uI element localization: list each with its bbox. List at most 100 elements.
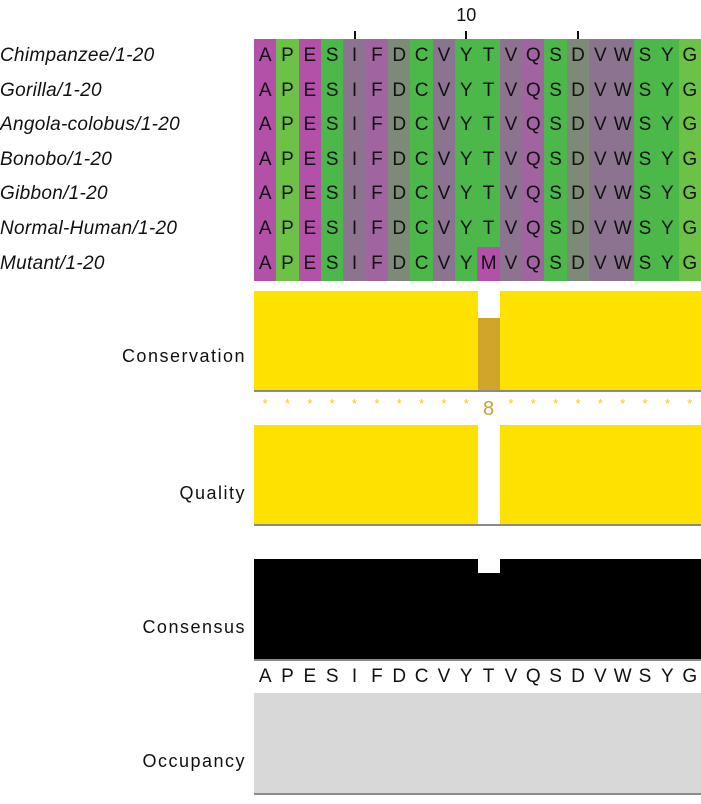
residue-cell[interactable]: S	[633, 246, 657, 282]
residue-cell[interactable]: V	[432, 39, 456, 74]
residue-cell[interactable]: S	[321, 39, 344, 74]
residue-cell[interactable]: P	[276, 177, 299, 212]
residue-cell[interactable]: S	[321, 177, 344, 212]
residue-cell[interactable]: F	[365, 246, 389, 282]
residue-cell[interactable]: E	[298, 177, 322, 212]
residue-cell[interactable]: V	[589, 246, 612, 282]
residue-cell[interactable]: W	[611, 108, 634, 143]
residue-cell[interactable]: E	[298, 142, 322, 178]
residue-cell[interactable]: C	[410, 211, 433, 247]
residue-cell[interactable]: W	[611, 246, 634, 282]
residue-cell[interactable]: V	[432, 108, 456, 143]
quality-label[interactable]: Quality	[179, 483, 246, 503]
residue-cell[interactable]: V	[432, 246, 456, 282]
residue-cell[interactable]: D	[566, 177, 590, 212]
residue-cell[interactable]: V	[589, 142, 612, 178]
residue-cell[interactable]: S	[321, 108, 344, 143]
residue-cell[interactable]: P	[276, 39, 299, 74]
residue-cell[interactable]: F	[365, 142, 389, 178]
residue-cell[interactable]: D	[388, 246, 411, 282]
residue-cell[interactable]: F	[365, 211, 389, 247]
residue-cell[interactable]: V	[499, 177, 523, 212]
conservation-label[interactable]: Conservation	[121, 346, 246, 366]
residue-cell[interactable]: V	[499, 73, 523, 109]
residue-cell[interactable]: I	[343, 177, 366, 212]
residue-cell[interactable]: Y	[455, 211, 478, 247]
residue-cell[interactable]: Y	[455, 39, 478, 74]
residue-cell[interactable]: G	[678, 108, 701, 143]
residue-cell[interactable]: F	[365, 73, 389, 109]
residue-cell[interactable]: T	[477, 142, 500, 178]
residue-cell[interactable]: C	[410, 177, 433, 212]
residue-cell[interactable]: D	[566, 39, 590, 74]
residue-cell[interactable]: G	[678, 142, 701, 178]
residue-cell[interactable]: Y	[455, 73, 478, 109]
residue-cell[interactable]: Y	[656, 39, 679, 74]
residue-cell[interactable]: V	[499, 142, 523, 178]
residue-cell[interactable]: Q	[522, 39, 545, 74]
residue-cell[interactable]: V	[499, 246, 523, 282]
residue-cell[interactable]: E	[298, 39, 322, 74]
residue-cell[interactable]: Q	[522, 73, 545, 109]
residue-cell[interactable]: G	[678, 177, 701, 212]
residue-cell[interactable]: I	[343, 211, 366, 247]
residue-cell[interactable]: D	[566, 142, 590, 178]
residue-cell[interactable]: V	[589, 211, 612, 247]
residue-cell[interactable]: Y	[455, 246, 478, 282]
residue-cell[interactable]: S	[321, 211, 344, 247]
residue-cell[interactable]: P	[276, 246, 299, 282]
residue-cell[interactable]: V	[589, 73, 612, 109]
residue-cell[interactable]: D	[388, 39, 411, 74]
residue-cell[interactable]: W	[611, 177, 634, 212]
residue-cell[interactable]: Y	[455, 108, 478, 143]
residue-cell[interactable]: I	[343, 246, 366, 282]
residue-cell[interactable]: Y	[656, 211, 679, 247]
residue-cell[interactable]: Y	[656, 142, 679, 178]
sequence-name[interactable]: Chimpanzee/1-20	[0, 45, 155, 66]
residue-cell[interactable]: S	[321, 246, 344, 282]
residue-cell[interactable]: S	[544, 39, 567, 74]
residue-cell[interactable]: A	[254, 246, 277, 282]
residue-cell[interactable]: D	[566, 108, 590, 143]
occupancy-track[interactable]	[254, 693, 701, 795]
residue-cell[interactable]: S	[544, 142, 567, 178]
residue-cell[interactable]: D	[388, 142, 411, 178]
residue-cell[interactable]: A	[254, 73, 277, 109]
residue-cell[interactable]: E	[298, 246, 322, 282]
residue-cell[interactable]: C	[410, 39, 433, 74]
residue-cell[interactable]: S	[544, 246, 567, 282]
residue-cell[interactable]: W	[611, 211, 634, 247]
residue-cell[interactable]: I	[343, 39, 366, 74]
residue-cell[interactable]: D	[388, 211, 411, 247]
residue-cell[interactable]: S	[544, 108, 567, 143]
residue-cell[interactable]: V	[589, 108, 612, 143]
residue-cell[interactable]: V	[432, 177, 456, 212]
residue-cell[interactable]: T	[477, 108, 500, 143]
residue-cell[interactable]: E	[298, 211, 322, 247]
residue-cell[interactable]: A	[254, 142, 277, 178]
residue-cell[interactable]: G	[678, 39, 701, 74]
quality-track[interactable]	[254, 425, 701, 526]
residue-cell[interactable]: S	[633, 39, 657, 74]
residue-cell[interactable]: A	[254, 177, 277, 212]
residue-cell[interactable]: V	[432, 211, 456, 247]
residue-cell[interactable]: S	[633, 108, 657, 143]
residue-cell[interactable]: I	[343, 142, 366, 178]
residue-cell[interactable]: V	[499, 39, 523, 74]
residue-cell[interactable]: T	[477, 211, 500, 247]
residue-cell[interactable]: A	[254, 108, 277, 143]
residue-cell[interactable]: V	[589, 177, 612, 212]
residue-cell[interactable]: Y	[656, 177, 679, 212]
residue-cell[interactable]: Y	[656, 108, 679, 143]
residue-cell[interactable]: Q	[522, 211, 545, 247]
residue-cell[interactable]: Q	[522, 246, 545, 282]
sequence-name[interactable]: Normal-Human/1-20	[0, 217, 178, 239]
residue-cell[interactable]: S	[633, 211, 657, 247]
sequence-name[interactable]: Bonobo/1-20	[0, 148, 113, 170]
